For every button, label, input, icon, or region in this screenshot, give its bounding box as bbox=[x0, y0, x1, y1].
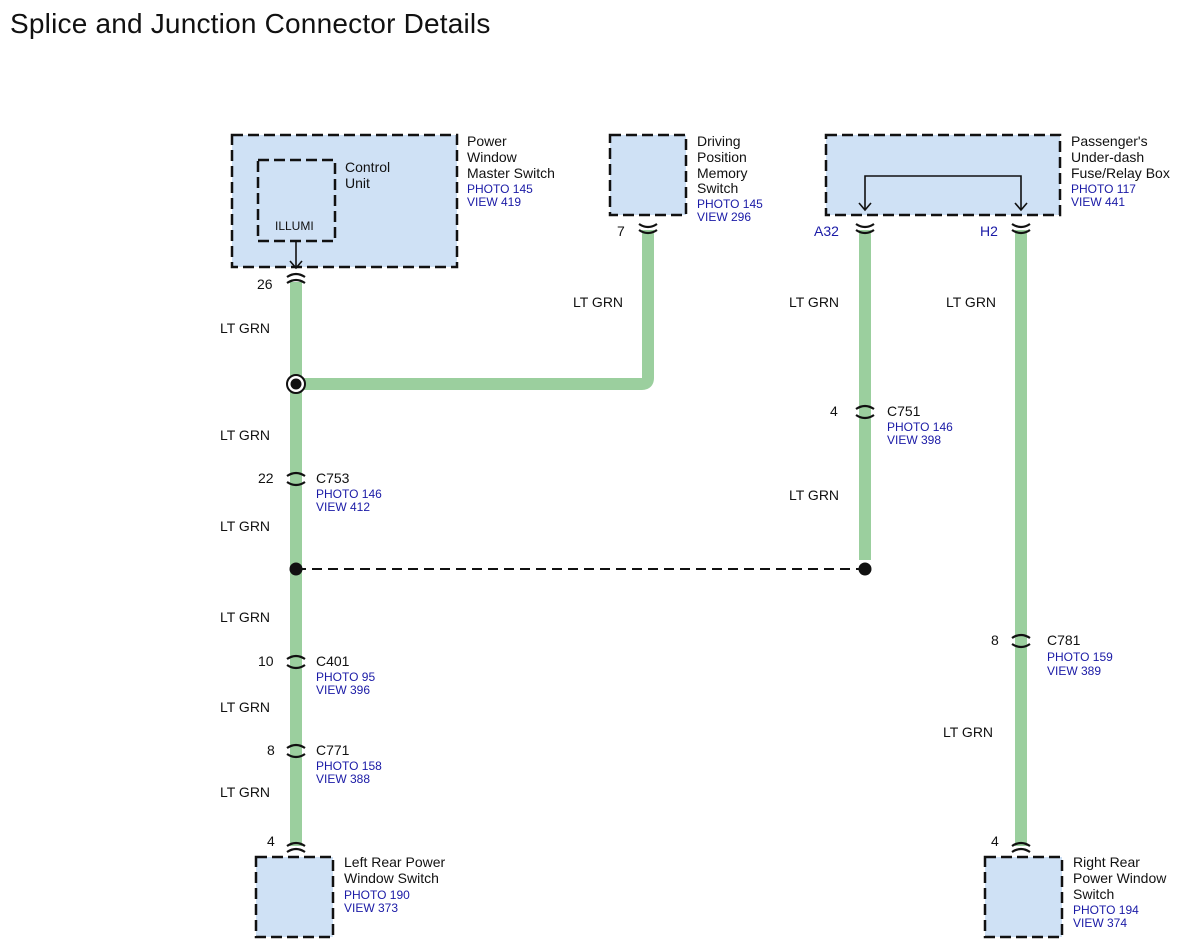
left-rear-switch-photo: PHOTO 190 bbox=[344, 888, 410, 902]
connector-c771-symbol bbox=[286, 743, 306, 759]
c401-name: C401 bbox=[316, 653, 350, 669]
connector-c781-symbol bbox=[1011, 633, 1031, 649]
memory-switch-name-4: Switch bbox=[697, 180, 738, 196]
control-unit-label-1: Control bbox=[345, 159, 390, 175]
passengers-fuse-relay-box: Passenger's Under-dash Fuse/Relay Box PH… bbox=[824, 133, 1170, 217]
c771-photo: PHOTO 158 bbox=[316, 759, 382, 773]
memory-switch-name-3: Memory bbox=[697, 165, 748, 181]
fuse-box-pin-h2: H2 bbox=[980, 223, 998, 239]
right-rear-switch-name-1: Right Rear bbox=[1073, 854, 1140, 870]
internal-jumper bbox=[864, 175, 1022, 210]
left-rear-switch-name-1: Left Rear Power bbox=[344, 854, 445, 870]
c771-view: VIEW 388 bbox=[316, 772, 370, 786]
connector-symbol bbox=[286, 272, 306, 284]
memory-switch-pin: 7 bbox=[617, 223, 625, 239]
left-rear-switch-name-2: Window Switch bbox=[344, 870, 439, 886]
wire-color-label: LT GRN bbox=[220, 609, 270, 625]
wire-color-label: LT GRN bbox=[946, 294, 996, 310]
wire-color-label: LT GRN bbox=[573, 294, 623, 310]
c781-pin: 8 bbox=[991, 632, 999, 648]
fuse-box-name-1: Passenger's bbox=[1071, 133, 1148, 149]
power-window-master-switch: Control Unit ILLUMI Power Window Master … bbox=[230, 133, 555, 270]
fuse-box-photo: PHOTO 117 bbox=[1071, 182, 1136, 196]
c781-photo: PHOTO 159 bbox=[1047, 650, 1113, 664]
wire-memory-to-splice bbox=[296, 230, 654, 390]
memory-switch-view: VIEW 296 bbox=[697, 210, 751, 224]
illumi-label: ILLUMI bbox=[275, 219, 314, 233]
c401-view: VIEW 396 bbox=[316, 683, 370, 697]
fuse-box-pin-a32: A32 bbox=[814, 223, 839, 239]
left-rear-switch-view: VIEW 373 bbox=[344, 901, 398, 915]
splice-point-right bbox=[858, 562, 872, 576]
master-switch-view: VIEW 419 bbox=[467, 195, 521, 209]
c751-name: C751 bbox=[887, 403, 921, 419]
c771-name: C771 bbox=[316, 742, 350, 758]
c753-name: C753 bbox=[316, 470, 350, 486]
master-switch-name-3: Master Switch bbox=[467, 165, 555, 181]
right-rear-switch-pin: 4 bbox=[991, 833, 999, 849]
right-rear-switch-photo: PHOTO 194 bbox=[1073, 903, 1139, 917]
wire-color-label: LT GRN bbox=[789, 487, 839, 503]
master-switch-name-2: Window bbox=[467, 149, 518, 165]
fuse-box-name-2: Under-dash bbox=[1071, 149, 1144, 165]
c753-view: VIEW 412 bbox=[316, 500, 370, 514]
c751-pin: 4 bbox=[830, 403, 838, 419]
connector-c753-symbol bbox=[286, 471, 306, 487]
c751-photo: PHOTO 146 bbox=[887, 420, 953, 434]
master-switch-pin: 26 bbox=[257, 276, 273, 292]
right-rear-switch-name-2: Power Window bbox=[1073, 870, 1167, 886]
left-rear-switch-pin: 4 bbox=[267, 833, 275, 849]
connector-c751-symbol bbox=[855, 404, 875, 420]
fuse-box-name-3: Fuse/Relay Box bbox=[1071, 165, 1170, 181]
c781-name: C781 bbox=[1047, 632, 1081, 648]
fuse-box-view: VIEW 441 bbox=[1071, 195, 1125, 209]
connector-symbol bbox=[1011, 223, 1031, 235]
c401-photo: PHOTO 95 bbox=[316, 670, 375, 684]
connector-c401-symbol bbox=[286, 654, 306, 670]
c771-pin: 8 bbox=[267, 742, 275, 758]
c753-photo: PHOTO 146 bbox=[316, 487, 382, 501]
memory-switch-photo: PHOTO 145 bbox=[697, 197, 763, 211]
master-switch-photo: PHOTO 145 bbox=[467, 182, 533, 196]
c753-pin: 22 bbox=[258, 470, 274, 486]
right-rear-power-window-switch: Right Rear Power Window Switch PHOTO 194… bbox=[983, 854, 1167, 939]
splice-point-lower bbox=[289, 562, 303, 576]
wire-color-label: LT GRN bbox=[220, 784, 270, 800]
arrow-down-icon bbox=[1014, 202, 1028, 212]
right-rear-switch-name-3: Switch bbox=[1073, 886, 1114, 902]
connector-symbol bbox=[286, 841, 306, 853]
driving-position-memory-switch: Driving Position Memory Switch PHOTO 145… bbox=[608, 133, 763, 224]
c751-view: VIEW 398 bbox=[887, 433, 941, 447]
wire-color-label: LT GRN bbox=[220, 320, 270, 336]
wire-color-label: LT GRN bbox=[220, 518, 270, 534]
arrow-down-icon bbox=[289, 260, 303, 270]
wire-color-label: LT GRN bbox=[943, 724, 993, 740]
c401-pin: 10 bbox=[258, 653, 274, 669]
right-rear-switch-view: VIEW 374 bbox=[1073, 916, 1127, 930]
left-rear-power-window-switch: Left Rear Power Window Switch PHOTO 190 … bbox=[254, 854, 445, 939]
memory-switch-name-1: Driving bbox=[697, 133, 741, 149]
arrow-down-icon bbox=[858, 202, 872, 212]
wire-color-label: LT GRN bbox=[789, 294, 839, 310]
wire-color-label: LT GRN bbox=[220, 427, 270, 443]
c781-view: VIEW 389 bbox=[1047, 664, 1101, 678]
wire-color-label: LT GRN bbox=[220, 699, 270, 715]
page-title: Splice and Junction Connector Details bbox=[10, 8, 491, 39]
connector-symbol bbox=[855, 223, 875, 235]
control-unit-label-2: Unit bbox=[345, 175, 370, 191]
connector-symbol bbox=[1011, 841, 1031, 853]
master-switch-name-1: Power bbox=[467, 133, 507, 149]
connector-symbol bbox=[638, 223, 658, 235]
memory-switch-name-2: Position bbox=[697, 149, 747, 165]
